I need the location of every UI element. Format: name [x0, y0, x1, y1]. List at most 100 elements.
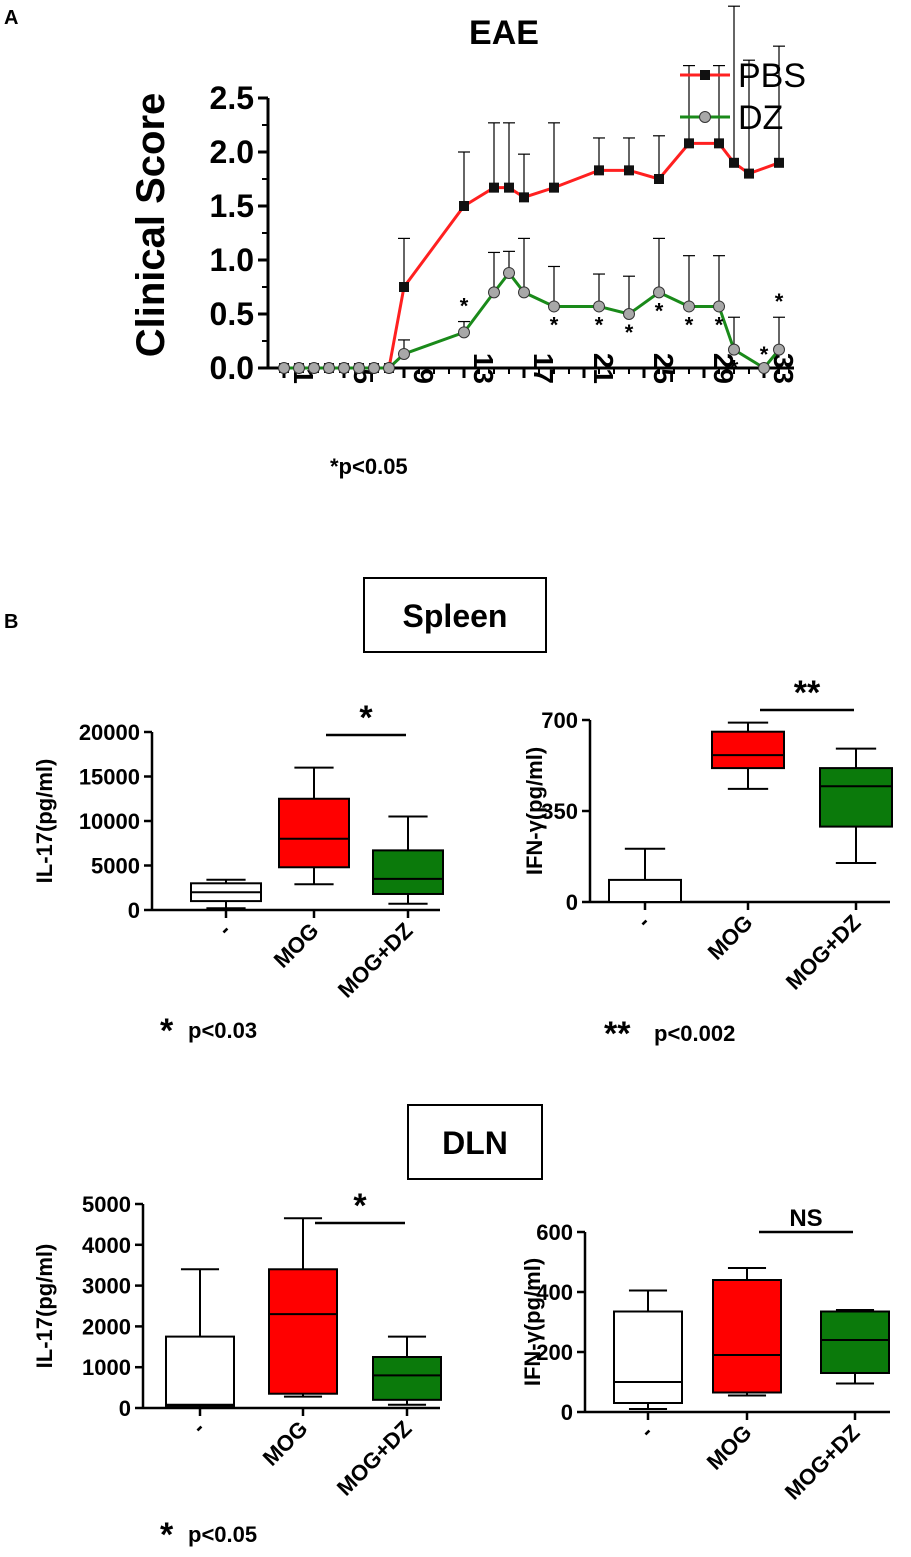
data-point [714, 138, 724, 149]
y-tick-label: 20000 [79, 720, 140, 745]
chart-title: EAE [469, 14, 539, 52]
comparison-label: NS [789, 1205, 822, 1232]
data-point [503, 266, 515, 279]
box-mog [712, 1279, 782, 1394]
category-label: - [213, 918, 236, 941]
data-point [773, 343, 785, 356]
data-point [549, 182, 559, 193]
y-tick-label: 0 [566, 890, 578, 915]
box-control [165, 1335, 235, 1407]
data-point [728, 343, 740, 356]
box-control [613, 1310, 683, 1404]
panel-b: B Spleen DLN 05000100001500020000IL-17(p… [4, 577, 893, 1554]
data-point [293, 362, 305, 374]
p-value-symbol: ** [604, 1015, 631, 1053]
legend-marker [699, 111, 711, 123]
box-mog-dz [820, 1310, 890, 1374]
data-point [683, 300, 695, 313]
y-tick-label: 200 [536, 1340, 573, 1365]
p-value-note: p<0.002 [654, 1021, 735, 1046]
data-point [323, 362, 335, 374]
p-value-note: p<0.05 [188, 1522, 257, 1547]
series-line [284, 141, 780, 370]
y-tick-label: 350 [541, 799, 578, 824]
series-line [284, 270, 781, 370]
box-control [608, 878, 682, 904]
significance-star: * [730, 356, 739, 381]
data-point [458, 326, 470, 339]
significance-star: * [550, 312, 559, 337]
spleen-title: Spleen [403, 598, 508, 634]
box-mog [268, 1268, 338, 1395]
data-point [653, 286, 665, 299]
p-value-symbol: * [160, 1012, 174, 1050]
data-point [368, 362, 380, 374]
y-tick-label: 5000 [91, 854, 140, 879]
y-tick-label: 0 [119, 1396, 131, 1421]
data-point [459, 201, 469, 211]
box-mog-dz [819, 767, 893, 828]
category-label: MOG [269, 918, 324, 973]
data-point [353, 362, 365, 374]
x-tick-label: 9 [408, 368, 439, 384]
legend-label: DZ [738, 99, 783, 137]
legend-marker [700, 70, 710, 80]
y-tick-label: 2000 [82, 1314, 131, 1339]
data-point [519, 192, 529, 203]
y-tick-label: 700 [541, 708, 578, 733]
significance-star: * [595, 312, 604, 337]
legend-label: PBS [738, 57, 806, 95]
y-tick-label: 1.0 [210, 242, 254, 278]
box-mog [711, 730, 785, 770]
y-tick-label: 400 [536, 1280, 573, 1305]
dln-title: DLN [442, 1125, 508, 1161]
p-value-note: p<0.03 [188, 1018, 257, 1043]
y-tick-label: 0 [128, 898, 140, 923]
y-axis-title: IFN-γ(pg/ml) [520, 1258, 545, 1386]
data-point [594, 165, 604, 176]
dln-title-box [407, 1104, 543, 1180]
data-point [504, 182, 514, 193]
significance-star: * [685, 312, 694, 337]
category-label: - [635, 1420, 658, 1443]
series-pbs [279, 5, 785, 373]
significance-star: * [460, 294, 469, 319]
box-mog-dz [372, 849, 444, 895]
y-tick-label: 3000 [82, 1274, 131, 1299]
data-point [338, 362, 350, 374]
x-tick-label: 13 [468, 353, 499, 384]
y-tick-label: 0.5 [210, 296, 254, 332]
y-tick-label: 5000 [82, 1192, 131, 1217]
data-point [518, 286, 530, 299]
significance-star: * [655, 298, 664, 323]
box-mog-dz [372, 1356, 442, 1401]
box-mog [278, 797, 350, 869]
y-tick-label: 600 [536, 1220, 573, 1245]
y-tick-label: 0 [561, 1400, 573, 1425]
category-label: MOG [702, 1420, 757, 1475]
spleen-title-box [363, 577, 547, 653]
significance-star: * [625, 320, 634, 345]
y-tick-label: 2.0 [210, 134, 254, 170]
data-point [398, 347, 410, 360]
significance-star: * [715, 312, 724, 337]
category-label: - [632, 910, 655, 933]
y-tick-label: 2.5 [210, 80, 254, 116]
data-point [713, 300, 725, 313]
series-dz [278, 237, 785, 374]
comparison-label: ** [794, 674, 821, 712]
data-point [308, 362, 320, 374]
y-tick-label: 15000 [79, 765, 140, 790]
category-label: MOG+DZ [332, 1416, 417, 1501]
y-axis-title: Clinical Score [129, 93, 173, 358]
category-label: MOG+DZ [781, 910, 866, 995]
data-point [399, 282, 409, 292]
significance-star: * [775, 289, 784, 314]
data-point [774, 157, 784, 168]
legend: PBS DZ [680, 57, 806, 137]
comparison-label: * [359, 699, 373, 737]
y-tick-label: 0.0 [210, 350, 254, 386]
